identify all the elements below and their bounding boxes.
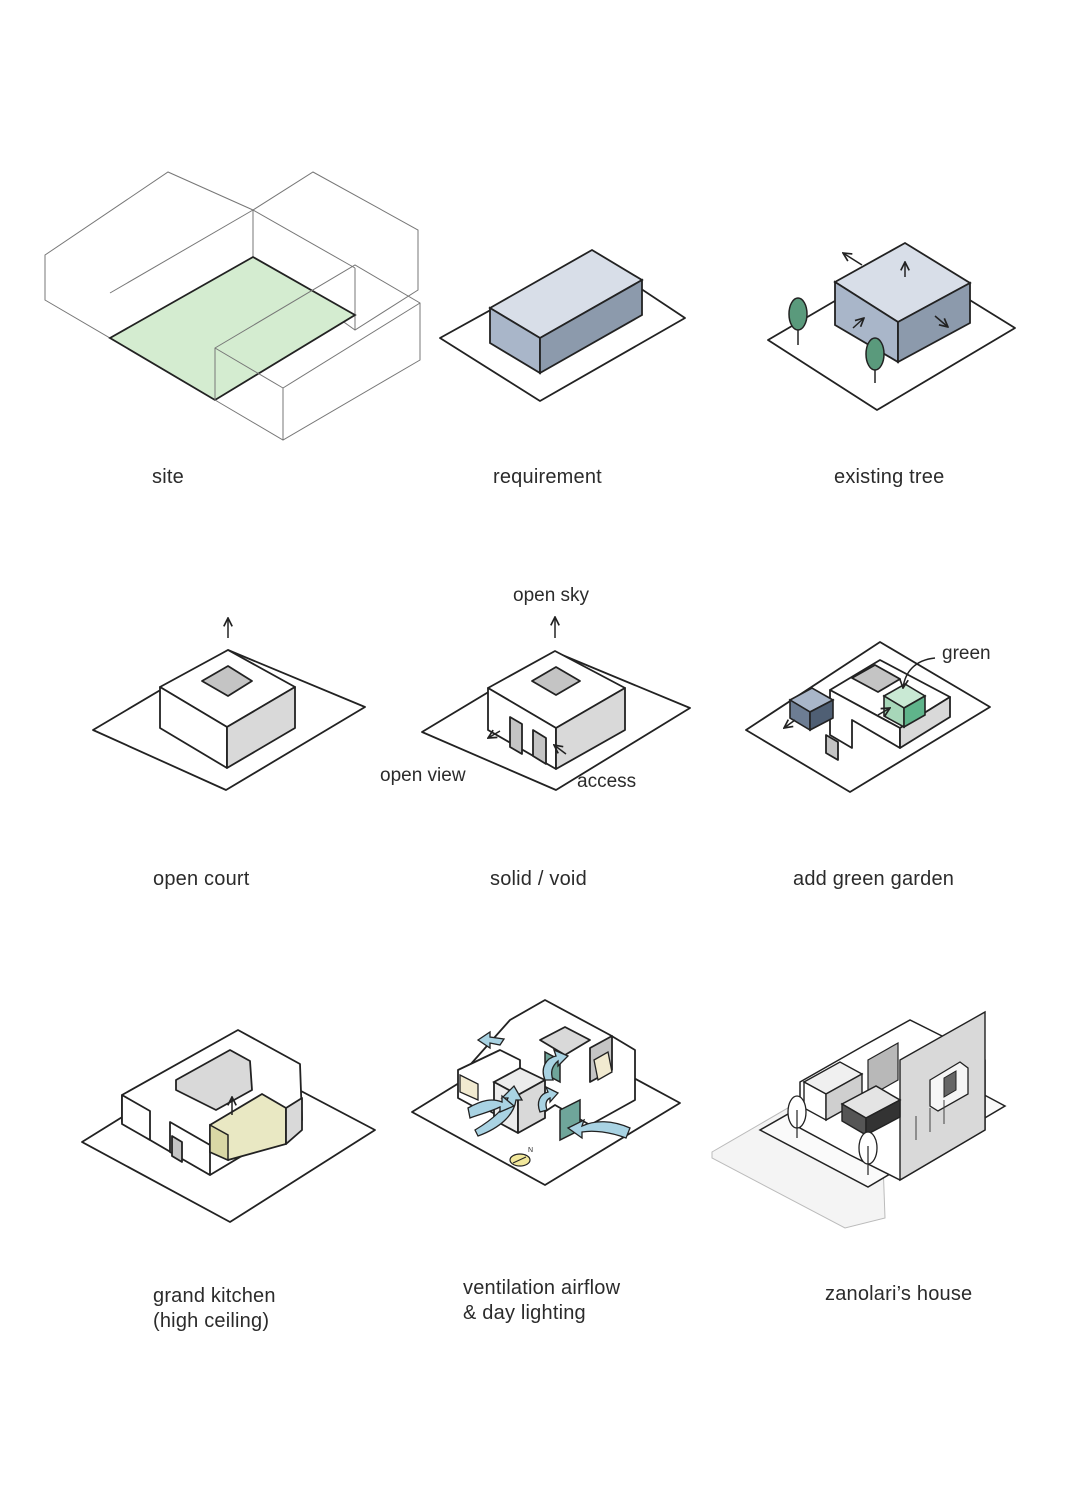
caption-add-green-garden: add green garden bbox=[793, 868, 955, 890]
airflow-arrow-icon bbox=[542, 1048, 570, 1081]
note-open-sky: open sky bbox=[513, 585, 590, 606]
airflow-arrow-icon bbox=[474, 1084, 524, 1137]
grand-kitchen-diagram bbox=[81, 1029, 376, 1223]
airflow-arrow-icon bbox=[566, 1118, 631, 1140]
ventilation-diagram bbox=[411, 999, 681, 1186]
airflow-arrow-icon bbox=[476, 1030, 506, 1050]
caption-open-court: open court bbox=[153, 868, 250, 890]
open-court-diagram bbox=[92, 618, 366, 791]
caption-requirement: requirement bbox=[493, 466, 602, 488]
note-open-view: open view bbox=[380, 765, 466, 786]
airflow-arrow-icon bbox=[537, 1085, 560, 1113]
caption-zanolaris-house: zanolari’s house bbox=[825, 1283, 973, 1305]
solid-void-diagram bbox=[421, 617, 691, 791]
caption-existing-tree: existing tree bbox=[834, 466, 945, 488]
caption-ventilation-line2: & day lighting bbox=[463, 1302, 586, 1324]
caption-grand-kitchen-line2: (high ceiling) bbox=[153, 1310, 270, 1332]
note-green: green bbox=[942, 643, 991, 664]
requirement-diagram bbox=[439, 248, 686, 402]
airflow-arrow-icon bbox=[467, 1094, 516, 1119]
compass-label: N bbox=[528, 1147, 534, 1154]
caption-site: site bbox=[152, 466, 184, 488]
site-diagram bbox=[44, 171, 421, 441]
existing-tree-diagram bbox=[767, 241, 1016, 411]
site-plot bbox=[108, 255, 357, 402]
note-access: access bbox=[577, 771, 637, 792]
add-green-garden-diagram bbox=[745, 641, 991, 793]
caption-grand-kitchen-line1: grand kitchen bbox=[153, 1285, 276, 1307]
tree-icon bbox=[788, 297, 808, 331]
tree-icon bbox=[865, 337, 885, 371]
green-garden-cube bbox=[903, 694, 926, 729]
caption-ventilation-line1: ventilation airflow bbox=[463, 1277, 621, 1299]
zanolari-house-diagram bbox=[711, 1010, 1007, 1229]
caption-solid-void: solid / void bbox=[490, 868, 587, 890]
